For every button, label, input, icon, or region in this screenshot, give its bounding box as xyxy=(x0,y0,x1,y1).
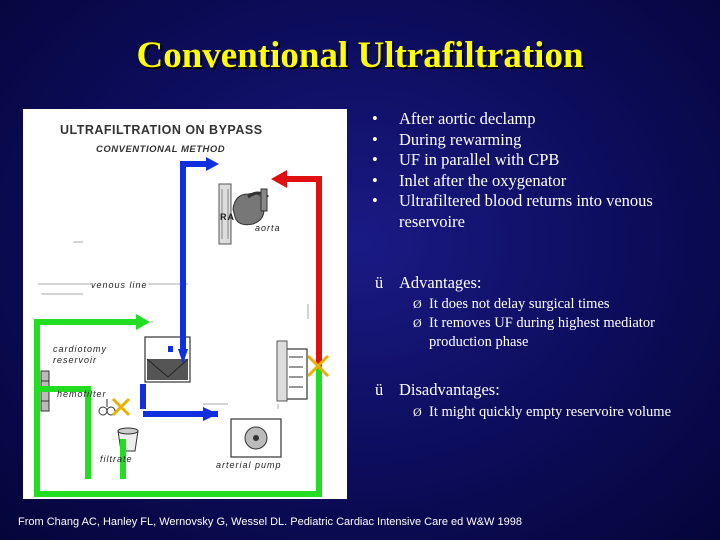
arrow-icon: Ø xyxy=(413,316,422,330)
bullet-icon: • xyxy=(372,150,378,169)
hemofilter-label: hemofilter xyxy=(57,389,107,399)
cardiotomy-label: cardiotomy xyxy=(53,344,108,354)
bullet-icon: • xyxy=(372,170,378,190)
diagram-subtitle: CONVENTIONAL METHOD xyxy=(96,144,226,155)
ultrafiltration-line xyxy=(34,319,322,497)
list-item: •UF in parallel with CPB xyxy=(372,150,560,169)
bullet-icon: • xyxy=(372,191,378,210)
list-item: •After aortic declamp xyxy=(372,109,536,128)
arrow-icon: Ø xyxy=(413,405,422,419)
heart-sketch xyxy=(218,183,269,245)
check-icon: ü xyxy=(375,273,384,292)
arterial-line xyxy=(285,176,322,366)
filtrate-label: filtrate xyxy=(100,454,133,464)
ra-label: RA xyxy=(220,212,235,222)
aorta-label: aorta xyxy=(255,223,281,233)
clamp-markers xyxy=(111,354,330,417)
list-item: •Ultrafiltered blood returns into venous… xyxy=(372,191,653,231)
circuit-drawing xyxy=(34,157,330,497)
list-item: •Inlet after the oxygenator xyxy=(372,170,567,190)
citation: From Chang AC, Hanley FL, Wernovsky G, W… xyxy=(18,516,522,528)
bullet-icon: • xyxy=(372,109,378,128)
oxygenator-shape xyxy=(276,340,308,402)
venous-line-label: venous line xyxy=(91,280,148,290)
diagram-title: ULTRAFILTRATION ON BYPASS xyxy=(60,123,263,137)
check-icon: ü xyxy=(375,380,384,399)
ultrafiltration-diagram: ULTRAFILTRATION ON BYPASS CONVENTIONAL M… xyxy=(23,109,347,499)
clamp-shape xyxy=(98,399,116,416)
list-item: •During rewarming xyxy=(372,129,522,149)
arterial-pump-shape xyxy=(230,418,282,458)
slide-title: Conventional Ultrafiltration xyxy=(136,35,584,76)
timing-bullet-list: •After aortic declamp •During rewarming … xyxy=(372,109,712,232)
arrow-icon: Ø xyxy=(413,297,422,311)
reservoir-label: reservoir xyxy=(53,355,98,365)
bullet-icon: • xyxy=(372,129,378,149)
arterial-pump-label: arterial pump xyxy=(216,460,282,470)
